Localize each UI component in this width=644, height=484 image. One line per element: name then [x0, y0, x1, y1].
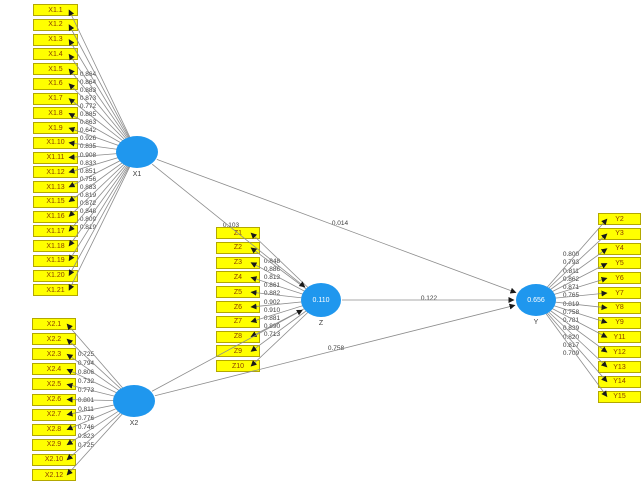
indicator-box-X1.20[interactable]: X1.20 — [33, 269, 78, 282]
indicator-box-X1.3[interactable]: X1.3 — [33, 33, 78, 46]
construct-label-Z: Z — [318, 320, 324, 327]
indicator-box-X1.17[interactable]: X1.17 — [33, 225, 78, 238]
indicator-box-X1.7[interactable]: X1.7 — [33, 92, 78, 105]
indicator-box-Y12[interactable]: Y12 — [598, 346, 641, 359]
path-coefficient-Z-Y: 0.122 — [420, 295, 438, 302]
construct-label-X1: X1 — [132, 171, 142, 178]
indicator-box-X2.2[interactable]: X2.2 — [32, 333, 76, 346]
construct-value-Z: 0.110 — [312, 296, 330, 304]
indicator-box-Y8[interactable]: Y8 — [598, 301, 641, 314]
construct-X1[interactable] — [116, 136, 158, 168]
indicator-box-X1.10[interactable]: X1.10 — [33, 136, 78, 149]
construct-label-X2: X2 — [129, 420, 139, 427]
construct-Y[interactable]: 0.656 — [516, 284, 556, 316]
construct-value-Y: 0.656 — [527, 296, 545, 304]
construct-X2[interactable] — [113, 385, 155, 417]
construct-label-Y: Y — [533, 319, 539, 326]
construct-Z[interactable]: 0.110 — [301, 283, 341, 317]
indicator-box-X2.10[interactable]: X2.10 — [32, 453, 76, 466]
indicator-box-Y2[interactable]: Y2 — [598, 213, 641, 225]
indicator-box-X1.4[interactable]: X1.4 — [33, 48, 78, 61]
indicator-box-X2.8[interactable]: X2.8 — [32, 423, 76, 436]
indicator-box-X1.6[interactable]: X1.6 — [33, 77, 78, 90]
